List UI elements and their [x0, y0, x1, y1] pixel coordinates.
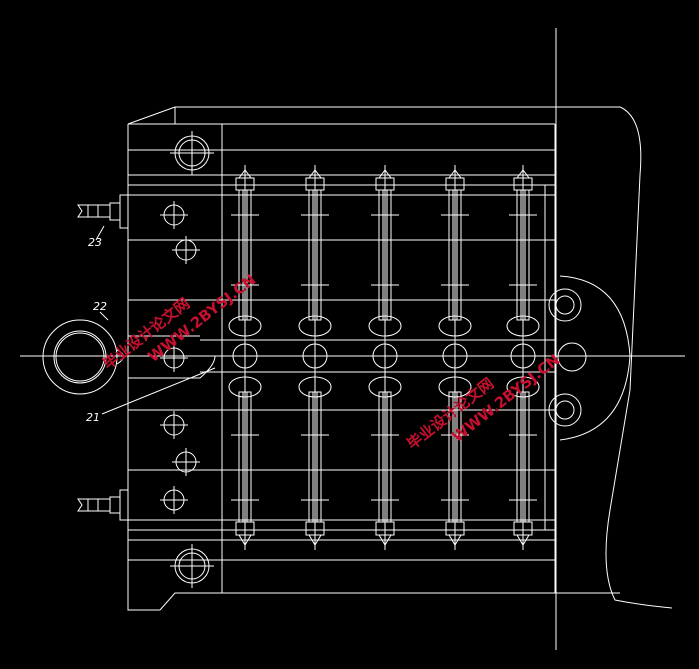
pin-column: [228, 165, 262, 550]
label-21: 21: [86, 411, 100, 424]
pin-column: [506, 165, 540, 550]
right-clamp: [559, 275, 631, 441]
watermark-right: 毕业设计论文网 WWW.2BYSJ.CN: [403, 351, 563, 454]
pin-column: [368, 165, 402, 550]
label-22: 22: [93, 300, 107, 313]
hose-fitting-top: [77, 194, 129, 229]
core-pin-columns: [228, 165, 540, 550]
mould-plate-outline: [127, 106, 673, 611]
pin-column: [298, 165, 332, 550]
nozzle-ring: [42, 319, 118, 395]
hose-fitting-bottom: [77, 489, 129, 521]
pin-column: [438, 165, 472, 550]
label-23: 23: [88, 236, 102, 249]
watermark-left: 毕业设计论文网 WWW.2BYSJ.CN: [99, 271, 259, 374]
